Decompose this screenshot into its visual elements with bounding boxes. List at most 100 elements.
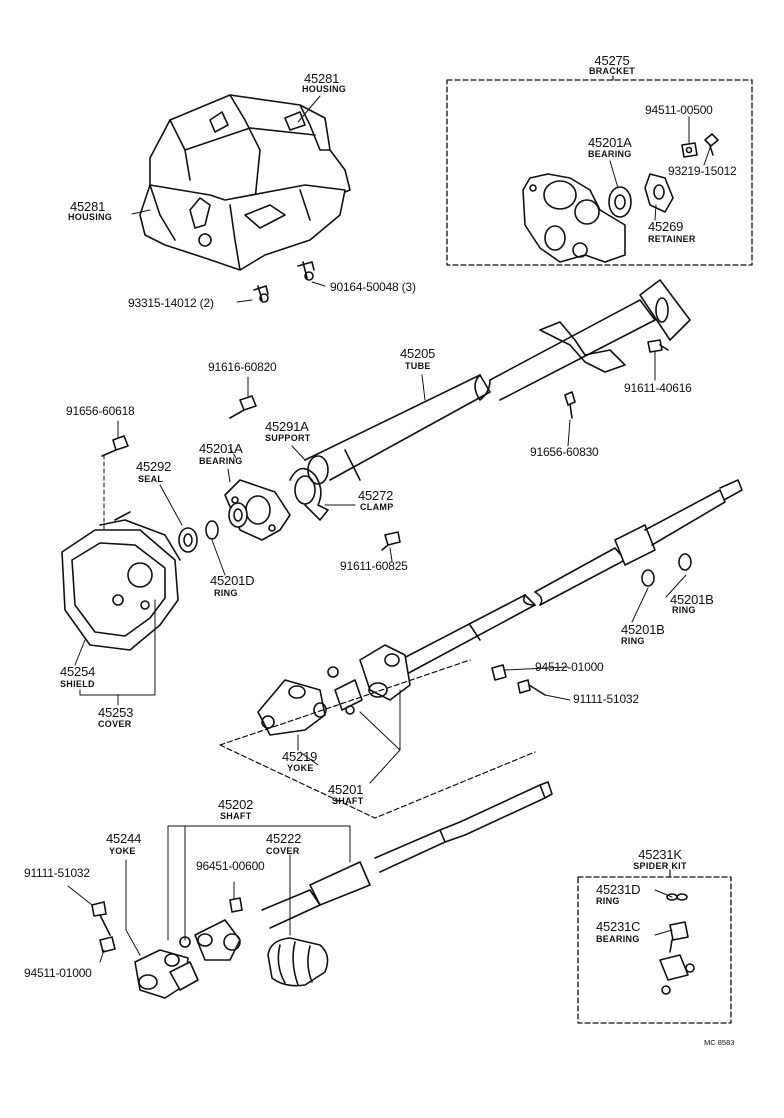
ring-45231d-part-number: 45231D [596, 882, 641, 897]
support-part-number: 45291A [265, 419, 309, 434]
spider-kit-name: SPIDER KIT [633, 861, 687, 871]
bolt-91611-40616 [647, 339, 669, 353]
cover-name: COVER [98, 719, 132, 729]
tube-part-number: 45205 [400, 346, 436, 361]
yoke-45244-part-number: 45244 [106, 831, 142, 846]
bracket-bearing-name: BEARING [588, 149, 632, 159]
spider-kit-part [659, 939, 695, 995]
housing-left-part-number: 45281 [70, 199, 106, 214]
spider-kit-box [577, 869, 732, 1024]
yoke-45244-name: YOKE [109, 846, 136, 856]
nut-94511-00500 [681, 142, 698, 158]
nut-94511-01000-label: 94511-01000 [24, 966, 92, 980]
retainer [644, 173, 674, 213]
seal-part-number: 45292 [136, 459, 172, 474]
ring-45201d-part-number: 45201D [210, 573, 255, 588]
shaft-part-number: 45201 [328, 782, 364, 797]
yoke-45219 [257, 679, 327, 736]
bearing-part-number: 45201A [199, 441, 243, 456]
screw-93315-label: 93315-14012 (2) [128, 296, 214, 310]
bolt-91611-60825 [381, 531, 401, 551]
bolt-91111-upper-label: 91111-51032 [573, 692, 639, 706]
ring-45201b-right-name: RING [672, 605, 696, 615]
plug-96451 [229, 897, 243, 913]
bolt-91111-upper [517, 679, 546, 696]
shield-part-number: 45254 [60, 664, 96, 679]
nut-94511-00500-label: 94511-00500 [645, 103, 713, 117]
bolt-91656-60830-label: 91656-60830 [530, 445, 599, 459]
housing-top-name: HOUSING [302, 84, 347, 94]
bearing-45231c-name: BEARING [596, 934, 640, 944]
nut-94512 [491, 664, 507, 681]
bearing-name: BEARING [199, 456, 243, 466]
spider-upper [327, 666, 363, 715]
bolt-91111-lower-label: 91111-51032 [24, 866, 90, 880]
cover-part-number: 45253 [98, 705, 134, 720]
yoke-name: YOKE [287, 763, 314, 773]
bracket-part [522, 173, 626, 263]
retainer-part-number: 45269 [648, 219, 684, 234]
bolt-91611-60825-label: 91611-60825 [340, 559, 408, 573]
bolt-91656-60618 [101, 435, 129, 457]
bracket-part-number: 45275 [594, 53, 630, 68]
ring-45201d [205, 520, 219, 540]
nut-94511-01000 [99, 936, 116, 953]
tube-name: TUBE [405, 361, 431, 371]
bolt-93219-label: 93219-15012 [668, 164, 737, 178]
leader-lines [67, 95, 711, 963]
bracket-name: BRACKET [588, 66, 636, 76]
bearing-45231c [669, 921, 689, 941]
bolt-91616-60820 [229, 395, 257, 419]
bolt-91656-60830 [564, 391, 576, 419]
screw-90164-label: 90164-50048 (3) [330, 280, 416, 294]
spider-lower [169, 936, 199, 991]
bracket-box [446, 75, 753, 266]
yoke-45244 [194, 919, 241, 961]
ring-45201b-1 [641, 569, 655, 587]
clamp-part-number: 45272 [358, 488, 394, 503]
screw-93315 [253, 285, 269, 303]
upper-shaft-yoke [359, 644, 411, 701]
housing-left-name: HOUSING [68, 212, 113, 222]
spider-kit-part-number: 45231K [638, 847, 682, 862]
bolt-91111-lower [91, 901, 111, 936]
drawing-code: MC 8583 [704, 1038, 735, 1047]
bearing-bracket [608, 186, 632, 218]
ring-45231d-name: RING [596, 896, 620, 906]
nut-94512-label: 94512-01000 [535, 660, 604, 674]
shaft-45202-part-number: 45202 [218, 797, 254, 812]
bearing-45201a [228, 502, 248, 528]
ring-45201b-right-part-number: 45201B [670, 592, 714, 607]
ring-45201b-left-part-number: 45201B [621, 622, 665, 637]
seal [178, 527, 198, 553]
ring-45201d-name: RING [214, 588, 238, 598]
cover-shield [61, 511, 181, 651]
shaft-name: SHAFT [332, 796, 364, 806]
bolt-93219 [704, 133, 719, 156]
bearing-45231c-part-number: 45231C [596, 919, 641, 934]
ring-45201b-2 [678, 553, 692, 571]
ring-45201b-left-name: RING [621, 636, 645, 646]
seal-name: SEAL [138, 474, 164, 484]
support-name: SUPPORT [265, 433, 311, 443]
ring-45231d [666, 893, 688, 901]
cover-45222-name: COVER [266, 846, 300, 856]
shaft-dashed-outline [219, 659, 536, 819]
bolt-91616-60820-label: 91616-60820 [208, 360, 277, 374]
upper-shaft [399, 479, 743, 676]
screw-90164 [297, 261, 315, 281]
bolt-91611-40616-label: 91611-40616 [624, 381, 692, 395]
plug-96451-label: 96451-00600 [196, 859, 265, 873]
housing-lower [139, 184, 346, 271]
bracket-bearing-part-number: 45201A [588, 135, 632, 150]
cover-45222 [267, 937, 329, 987]
clamp [289, 467, 329, 521]
lower-shaft [261, 781, 553, 929]
shield-name: SHIELD [60, 679, 95, 689]
shaft-45202-name: SHAFT [220, 811, 252, 821]
tube [304, 279, 691, 485]
housing-top-part-number: 45281 [304, 71, 340, 86]
retainer-name: RETAINER [648, 234, 696, 244]
bolt-91656-60618-label: 91656-60618 [66, 404, 135, 418]
